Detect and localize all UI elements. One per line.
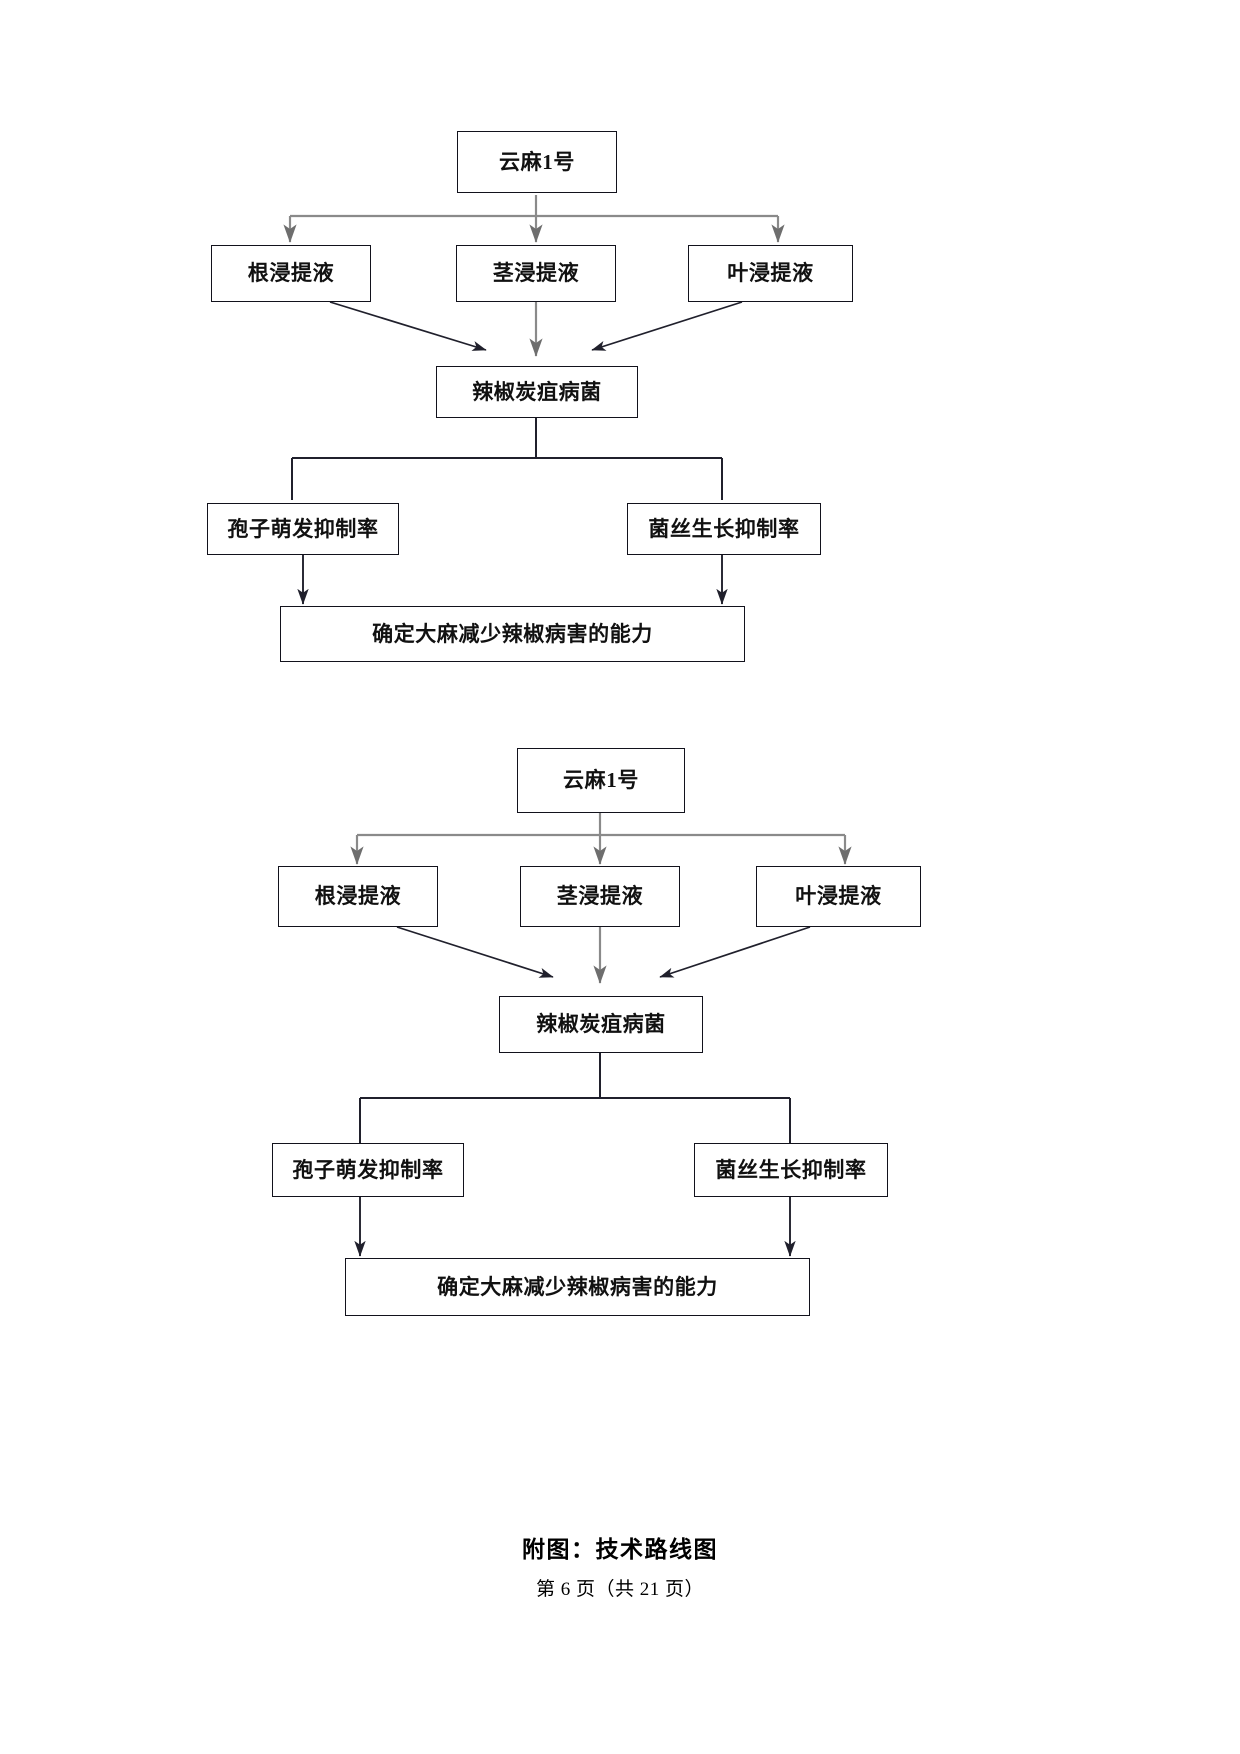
node-source-2-label: 云麻1号	[563, 768, 639, 792]
node-extract-stem-1[interactable]: 茎浸提液	[456, 245, 616, 302]
diagram-1-connectors	[283, 195, 785, 605]
node-metric-mycelium-1-label: 菌丝生长抑制率	[648, 516, 800, 541]
node-extract-leaf-1[interactable]: 叶浸提液	[688, 245, 853, 302]
node-extract-root-1-label: 根浸提液	[247, 261, 335, 285]
figure-caption: 附图：技术路线图	[522, 1537, 718, 1562]
node-extract-root-2-label: 根浸提液	[314, 884, 402, 908]
page-number: 第 6 页（共 21 页）	[535, 1579, 704, 1600]
node-metric-mycelium-1[interactable]: 菌丝生长抑制率	[627, 503, 821, 555]
node-metric-spore-1[interactable]: 孢子萌发抑制率	[207, 503, 399, 555]
node-conclusion-2[interactable]: 确定大麻减少辣椒病害的能力	[345, 1258, 810, 1316]
node-source-2[interactable]: 云麻1号	[517, 748, 685, 813]
node-pathogen-2[interactable]: 辣椒炭疽病菌	[499, 996, 703, 1053]
node-extract-root-1[interactable]: 根浸提液	[211, 245, 371, 302]
node-pathogen-1-label: 辣椒炭疽病菌	[472, 379, 602, 404]
node-conclusion-1-label: 确定大麻减少辣椒病害的能力	[372, 621, 653, 646]
node-extract-stem-2[interactable]: 茎浸提液	[520, 866, 680, 927]
node-metric-spore-2[interactable]: 孢子萌发抑制率	[272, 1143, 464, 1197]
node-conclusion-1[interactable]: 确定大麻减少辣椒病害的能力	[280, 606, 745, 662]
node-extract-leaf-2[interactable]: 叶浸提液	[756, 866, 921, 927]
node-extract-root-2[interactable]: 根浸提液	[278, 866, 438, 927]
node-metric-spore-1-label: 孢子萌发抑制率	[227, 516, 379, 541]
node-metric-spore-2-label: 孢子萌发抑制率	[292, 1157, 444, 1182]
node-metric-mycelium-2[interactable]: 菌丝生长抑制率	[694, 1143, 888, 1197]
node-extract-stem-2-label: 茎浸提液	[556, 884, 644, 908]
node-pathogen-2-label: 辣椒炭疽病菌	[536, 1012, 666, 1036]
node-extract-leaf-2-label: 叶浸提液	[795, 884, 882, 908]
node-extract-stem-1-label: 茎浸提液	[492, 261, 580, 285]
node-source-1[interactable]: 云麻1号	[457, 131, 617, 193]
diagram-2-connectors	[350, 813, 852, 1257]
node-source-1-label: 云麻1号	[499, 149, 575, 174]
node-metric-mycelium-2-label: 菌丝生长抑制率	[715, 1157, 867, 1182]
node-pathogen-1[interactable]: 辣椒炭疽病菌	[436, 366, 638, 418]
node-conclusion-2-label: 确定大麻减少辣椒病害的能力	[437, 1274, 718, 1299]
node-extract-leaf-1-label: 叶浸提液	[727, 261, 814, 285]
page-footer: 附图：技术路线图 第 6 页（共 21 页）	[0, 1530, 1240, 1601]
